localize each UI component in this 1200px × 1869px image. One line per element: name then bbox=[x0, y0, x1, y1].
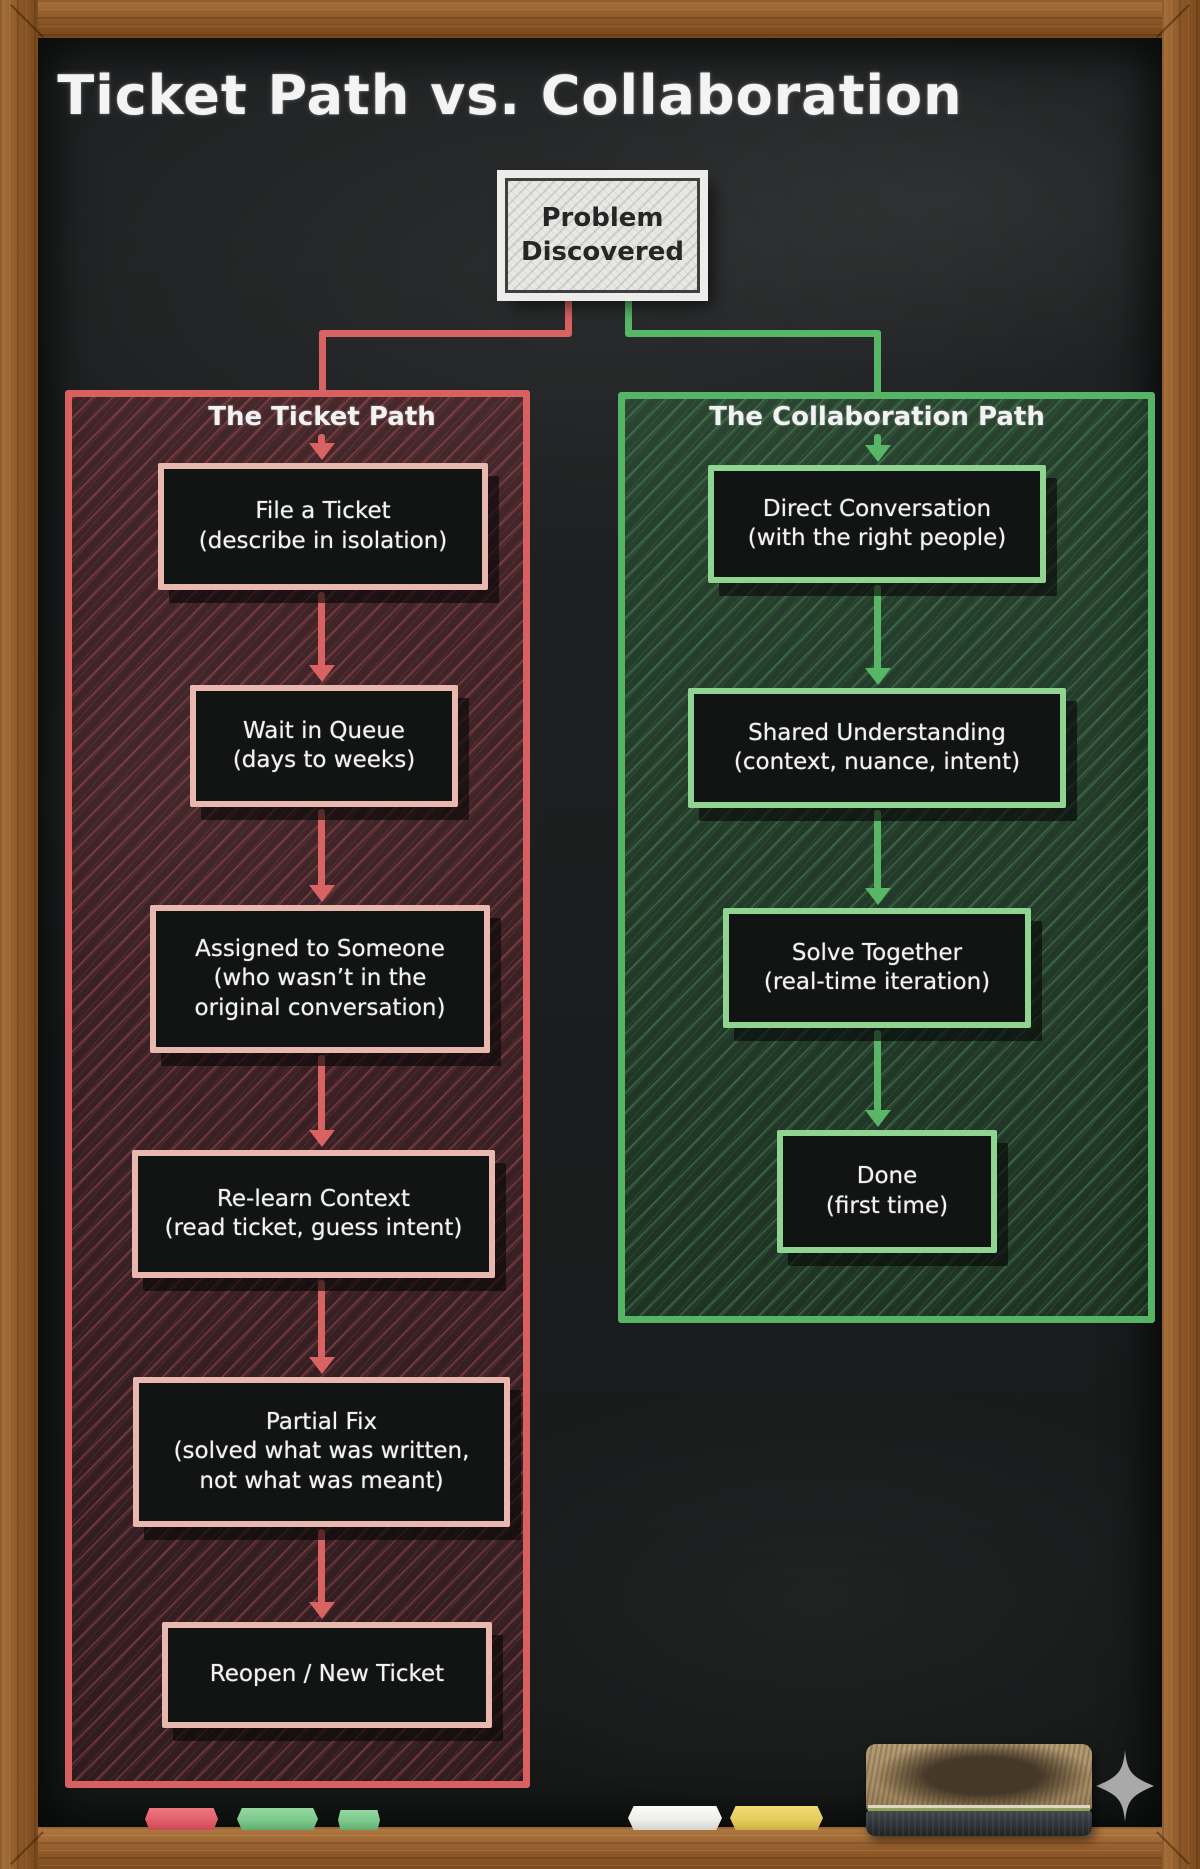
step-line: (who wasn’t in the bbox=[213, 965, 427, 992]
step-line: File a Ticket bbox=[255, 498, 391, 525]
step-line: (context, nuance, intent) bbox=[733, 749, 1021, 775]
problem-discovered-node: Problem Discovered bbox=[505, 178, 700, 293]
ticket-step-wait-in-queue: Wait in Queue (days to weeks) bbox=[190, 685, 458, 807]
collab-step-solve-together: Solve Together (real-time iteration) bbox=[723, 908, 1031, 1028]
red-chalk bbox=[145, 1808, 218, 1830]
flow-arrow-red bbox=[318, 809, 325, 887]
step-line: not what was meant) bbox=[199, 1467, 444, 1494]
collab-step-shared-understanding: Shared Understanding (context, nuance, i… bbox=[688, 688, 1066, 808]
connector-line-red bbox=[319, 330, 572, 337]
flow-arrow-green bbox=[874, 434, 881, 447]
step-line: Assigned to Someone bbox=[195, 935, 445, 962]
collaboration-path-label: The Collaboration Path bbox=[709, 402, 1045, 432]
step-line: Partial Fix bbox=[265, 1408, 378, 1435]
step-line: (days to weeks) bbox=[232, 747, 416, 773]
flow-arrow-green bbox=[874, 585, 881, 670]
flow-arrow-green bbox=[874, 1030, 881, 1112]
collab-step-done: Done (first time) bbox=[777, 1130, 997, 1253]
blackboard-eraser bbox=[866, 1744, 1092, 1836]
connector-line-green bbox=[625, 291, 632, 335]
step-line: Shared Understanding bbox=[748, 719, 1006, 746]
step-line: (solved what was written, bbox=[173, 1438, 470, 1465]
connector-line-red bbox=[319, 330, 326, 394]
step-line: (describe in isolation) bbox=[198, 527, 448, 554]
flow-arrow-red bbox=[318, 1055, 325, 1132]
step-line: Solve Together bbox=[791, 939, 963, 966]
flow-arrow-red bbox=[318, 1529, 325, 1604]
green-chalk-small bbox=[338, 1810, 380, 1830]
problem-line: Problem bbox=[541, 202, 664, 233]
eraser-base bbox=[866, 1811, 1092, 1836]
page-title: Ticket Path vs. Collaboration bbox=[57, 64, 963, 127]
ticket-step-assigned-to-someone: Assigned to Someone (who wasn’t in the o… bbox=[150, 905, 490, 1053]
sparkle-icon bbox=[1096, 1750, 1154, 1826]
ticket-step-file-a-ticket: File a Ticket (describe in isolation) bbox=[158, 463, 488, 590]
step-line: (with the right people) bbox=[747, 525, 1007, 551]
connector-line-green bbox=[625, 330, 881, 337]
yellow-chalk bbox=[730, 1806, 823, 1830]
wooden-frame-top bbox=[0, 0, 1200, 38]
ticket-path-container bbox=[65, 390, 530, 1788]
step-line: (first time) bbox=[825, 1192, 949, 1219]
step-line: original conversation) bbox=[194, 994, 446, 1021]
flow-arrow-red bbox=[318, 1280, 325, 1359]
eraser-stripes bbox=[868, 1805, 1090, 1814]
wooden-frame-right bbox=[1162, 0, 1200, 1869]
wooden-frame-left bbox=[0, 0, 38, 1869]
step-line: Re-learn Context bbox=[216, 1185, 411, 1212]
green-chalk bbox=[237, 1808, 318, 1830]
step-line: (read ticket, guess intent) bbox=[164, 1215, 463, 1241]
flow-arrow-green bbox=[874, 810, 881, 890]
collab-step-direct-conversation: Direct Conversation (with the right peop… bbox=[708, 465, 1046, 583]
ticket-step-reopen-new-ticket: Reopen / New Ticket bbox=[162, 1622, 492, 1728]
connector-line-red bbox=[565, 291, 572, 335]
white-chalk bbox=[628, 1806, 722, 1830]
step-line: Wait in Queue bbox=[243, 717, 405, 744]
eraser-felt bbox=[866, 1744, 1092, 1810]
flow-arrow-red bbox=[318, 434, 325, 445]
ticket-step-relearn-context: Re-learn Context (read ticket, guess int… bbox=[132, 1150, 495, 1278]
problem-line: Discovered bbox=[521, 236, 684, 267]
step-line: Direct Conversation bbox=[762, 495, 992, 522]
step-line: Reopen / New Ticket bbox=[209, 1661, 445, 1688]
step-line: Done bbox=[856, 1163, 918, 1190]
connector-line-green bbox=[874, 330, 881, 396]
step-line: (real-time iteration) bbox=[763, 969, 991, 995]
ticket-path-label: The Ticket Path bbox=[208, 402, 436, 432]
flow-arrow-red bbox=[318, 592, 325, 667]
ticket-step-partial-fix: Partial Fix (solved what was written, no… bbox=[133, 1377, 510, 1527]
